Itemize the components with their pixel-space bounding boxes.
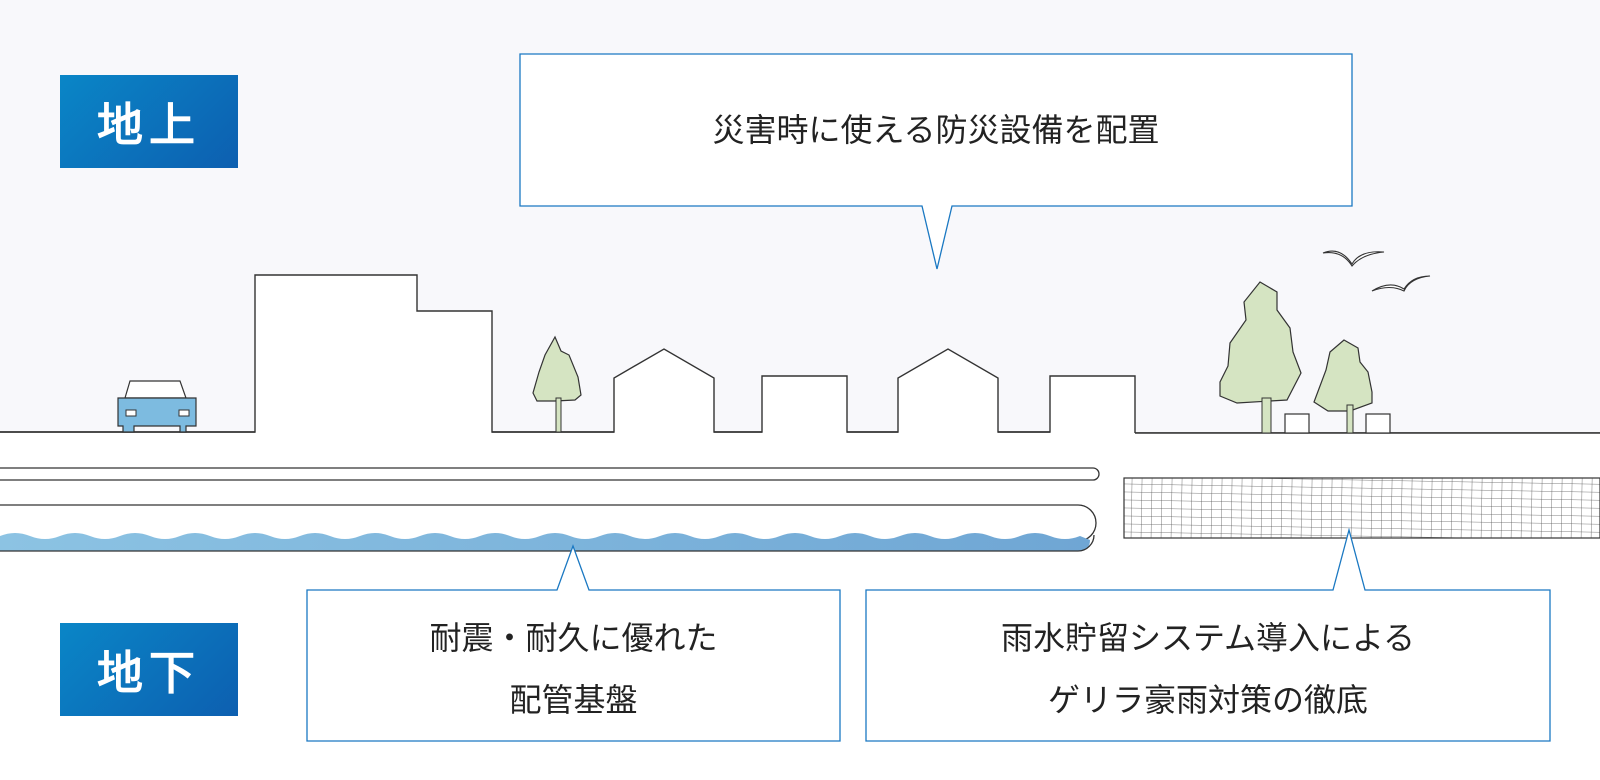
tree-icon <box>1313 339 1373 434</box>
callout-rainwater-text: 雨水貯留システム導入による ゲリラ豪雨対策の徹底 <box>866 607 1550 731</box>
callout-box-rainwater <box>865 527 1551 742</box>
callout-box-pipes <box>306 544 841 742</box>
bird-icon <box>1322 250 1385 267</box>
callout-pipes-line-1: 耐震・耐久に優れた <box>429 619 718 657</box>
label-below-ground-text: 地下 <box>97 645 201 700</box>
bird-icon <box>1371 275 1431 292</box>
callout-rainwater-line-1: 雨水貯留システム導入による <box>1000 619 1416 657</box>
small-structure <box>1284 413 1310 434</box>
label-above-ground: 地上 <box>60 75 238 168</box>
label-below-ground: 地下 <box>60 623 238 716</box>
callout-rainwater-line-2: ゲリラ豪雨対策の徹底 <box>1047 681 1368 719</box>
label-above-ground-text: 地上 <box>97 97 201 152</box>
pipe <box>0 467 1100 481</box>
rainwater-storage-grid <box>1123 477 1600 539</box>
callout-box-top <box>519 53 1353 270</box>
callout-top-line: 災害時に使える防災設備を配置 <box>712 111 1160 149</box>
car-icon <box>117 380 197 433</box>
tree-icon <box>1219 281 1302 434</box>
callout-pipes-text: 耐震・耐久に優れた 配管基盤 <box>307 607 840 731</box>
callout-pipes-line-2: 配管基盤 <box>509 681 638 719</box>
small-structure <box>1365 413 1391 434</box>
callout-top-text: 災害時に使える防災設備を配置 <box>520 100 1352 160</box>
water-flow <box>0 533 1090 551</box>
tree-icon <box>532 335 582 433</box>
